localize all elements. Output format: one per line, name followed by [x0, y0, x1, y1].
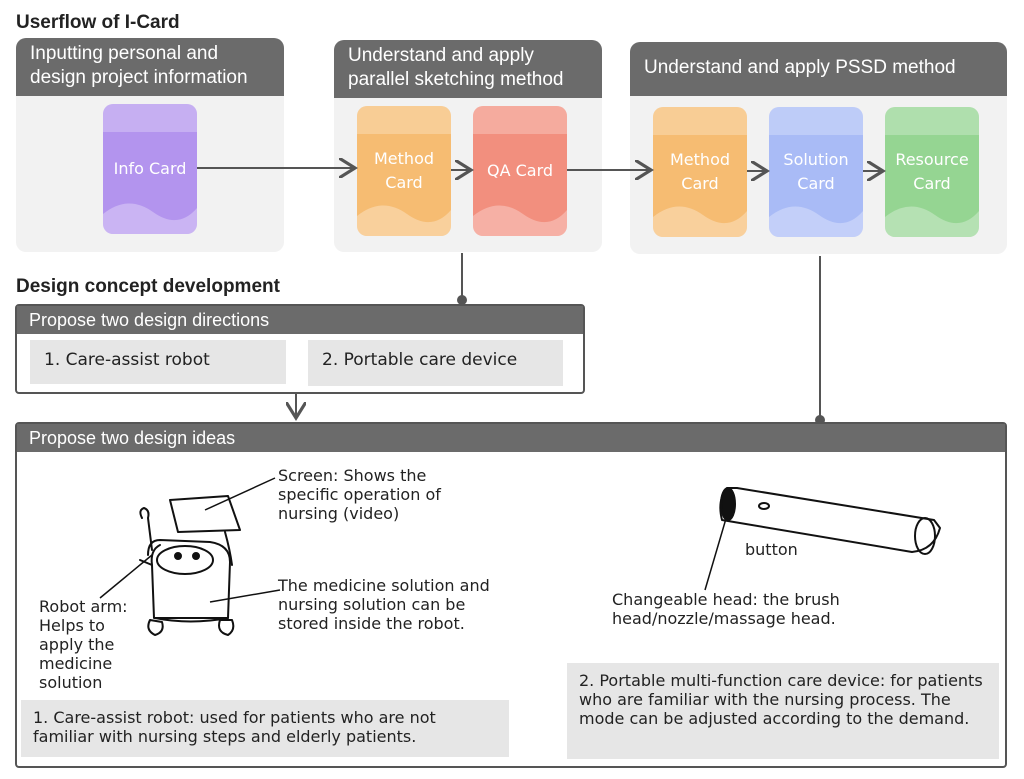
panel-header: Understand and apply parallel sketching … — [334, 40, 602, 98]
info-card: Info Card — [103, 104, 197, 234]
directions-box: Propose two design directions 1. Care-as… — [15, 304, 585, 394]
panel-header: Inputting personal and design project in… — [16, 38, 284, 96]
screen-annotation: Screen: Shows the specific operation of … — [278, 466, 441, 523]
robot-sketch-icon — [139, 495, 241, 636]
storage-annotation: The medicine solution and nursing soluti… — [278, 576, 490, 633]
arm-annotation: Robot arm: Helps to apply the medicine s… — [39, 597, 128, 692]
direction-item: 1. Care-assist robot — [30, 340, 286, 384]
device-caption: 2. Portable multi-function care device: … — [567, 663, 999, 759]
solution-card: Solution Card — [769, 107, 863, 237]
userflow-title: Userflow of I-Card — [16, 12, 180, 33]
ideas-header: Propose two design ideas — [17, 424, 1005, 452]
direction-item: 2. Portable care device — [308, 340, 563, 386]
method-card-pssd: Method Card — [653, 107, 747, 237]
button-annotation: button — [745, 540, 798, 559]
qa-card: QA Card — [473, 106, 567, 236]
head-annotation: Changeable head: the brush head/nozzle/m… — [612, 590, 840, 628]
method-card: Method Card — [357, 106, 451, 236]
directions-header: Propose two design directions — [17, 306, 583, 334]
care-device-sketch-icon — [719, 487, 941, 555]
resource-card: Resource Card — [885, 107, 979, 237]
panel-header: Understand and apply PSSD method — [630, 42, 1007, 96]
robot-caption: 1. Care-assist robot: used for patients … — [21, 700, 509, 757]
concept-title: Design concept development — [16, 276, 280, 297]
